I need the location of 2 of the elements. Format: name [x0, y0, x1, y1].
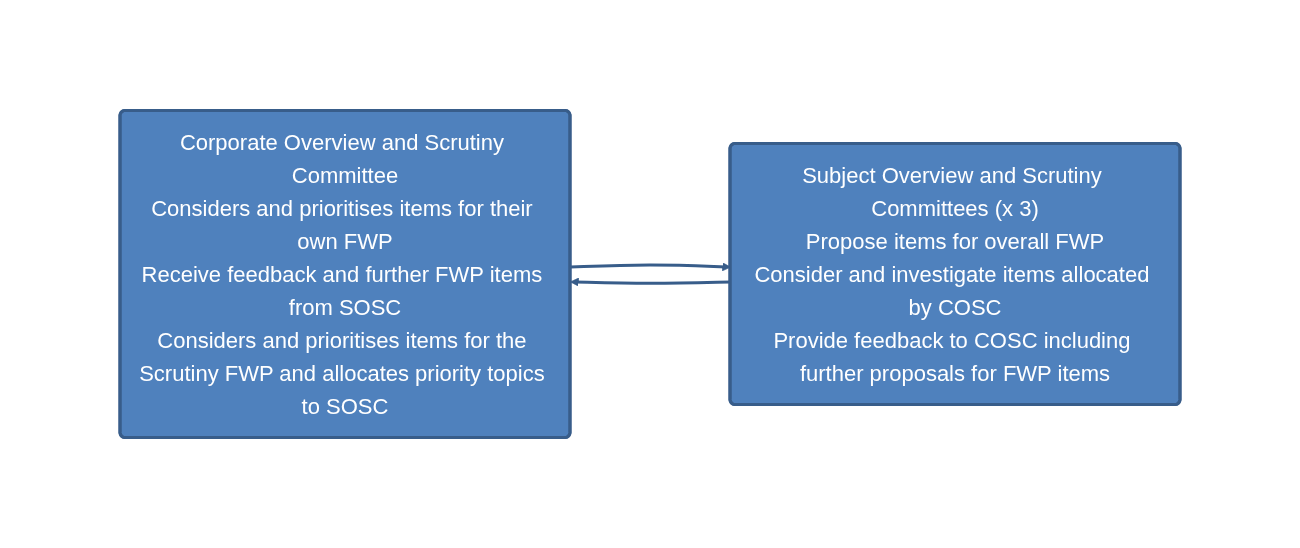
arrow — [570, 262, 731, 272]
arrow — [570, 277, 731, 287]
